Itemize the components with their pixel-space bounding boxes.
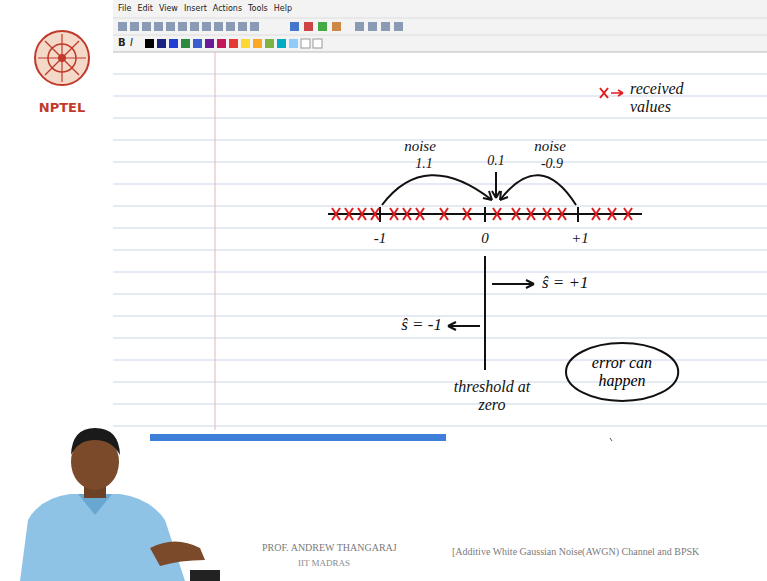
received-value-marks (332, 208, 632, 220)
menu-item: Actions (213, 5, 242, 14)
ruled-lines (113, 74, 767, 426)
nptel-logo (35, 31, 89, 85)
progress-bar (150, 434, 446, 441)
threshold-line (484, 256, 486, 370)
format-button: I (130, 37, 133, 48)
decision-arrows (448, 280, 534, 330)
menu-item: Help (274, 5, 292, 14)
handwritten-label: threshold at zero (452, 378, 532, 413)
handwritten-label: 0 (481, 230, 489, 247)
presenter-figure (20, 428, 220, 581)
handwritten-label: ŝ = -1 (401, 316, 442, 335)
format-button: B (118, 37, 126, 48)
color-palette (145, 39, 322, 48)
note-text: error can happen (586, 354, 658, 389)
toolbar-divider (113, 18, 767, 19)
toolbar-divider (113, 52, 767, 53)
legend-text: received values (630, 80, 708, 117)
pen-mark (610, 438, 612, 441)
handwritten-label: -0.9 (541, 156, 563, 171)
ellipse-outline (566, 343, 678, 401)
menu-item: Insert (184, 5, 207, 14)
handwritten-label: ŝ = +1 (542, 274, 589, 293)
noise-arcs (382, 172, 576, 205)
handwritten-label: +1 (571, 230, 589, 247)
caption-text: [Additive White Gaussian Noise(AWGN) Cha… (452, 546, 699, 557)
menu-item: Tools (248, 5, 268, 14)
handwritten-label: 0.1 (487, 153, 505, 168)
toolbar (113, 0, 767, 52)
menu-item: File (118, 5, 131, 14)
handwritten-label: noise (534, 138, 566, 155)
circled-note: error can happen (564, 341, 680, 403)
tick-marks (380, 207, 578, 222)
menu-item: View (159, 5, 178, 14)
toolbar-divider (113, 35, 767, 36)
handwritten-label: noise (404, 138, 436, 155)
caption-text: PROF. ANDREW THANGARAJ (262, 542, 397, 553)
legend-sample (598, 82, 626, 104)
menu-item: Edit (137, 5, 153, 14)
caption-text: IIT MADRAS (298, 559, 350, 569)
toolbar-icons (118, 22, 403, 31)
logo-text: NPTEL (39, 101, 85, 115)
legend-entry: received values (598, 80, 708, 117)
handwritten-label: -1 (374, 230, 387, 247)
margin-line (215, 52, 216, 430)
handwritten-label: 1.1 (415, 156, 433, 171)
